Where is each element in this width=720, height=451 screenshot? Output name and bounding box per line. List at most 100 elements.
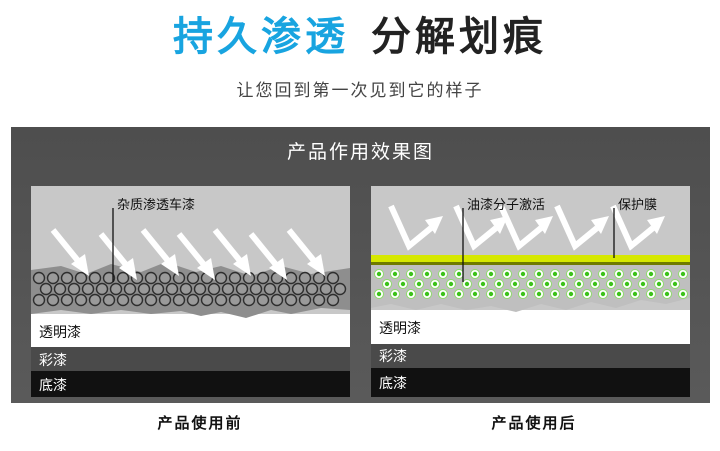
impurity-particle	[312, 271, 326, 285]
down-arrow-head	[307, 254, 325, 276]
after-base-coat	[371, 368, 690, 397]
impurity-particle	[172, 293, 186, 307]
reflect-arrow-path	[610, 204, 655, 251]
activated-molecule	[376, 291, 382, 297]
before-illustration	[31, 186, 350, 397]
reflect-arrow-head	[591, 216, 609, 234]
reflect-arrow	[453, 204, 508, 251]
activated-molecule	[400, 281, 406, 287]
impurity-particle	[102, 271, 116, 285]
before-layer-color: 彩漆	[39, 353, 67, 369]
reflect-arrow-path	[554, 204, 599, 251]
impurity-particle	[144, 271, 158, 285]
activated-molecule	[592, 281, 598, 287]
impurity-particle	[298, 271, 312, 285]
impurity-particle	[228, 271, 242, 285]
impurity-particle	[88, 293, 102, 307]
impurity-particle	[284, 293, 298, 307]
activated-molecule	[544, 281, 550, 287]
down-arrow-head	[233, 254, 251, 276]
after-illustration	[371, 186, 690, 397]
down-arrow	[248, 232, 287, 280]
panel-title: 产品作用效果图	[286, 141, 434, 163]
impurity-particle	[186, 271, 200, 285]
impurity-particle	[74, 271, 88, 285]
activated-molecule	[656, 281, 662, 287]
after-color-coat	[371, 344, 690, 368]
activated-molecule	[488, 291, 494, 297]
activated-molecule	[440, 271, 446, 277]
activated-molecule	[568, 271, 574, 277]
activated-molecule	[648, 271, 654, 277]
activated-molecule	[496, 281, 502, 287]
activated-molecule	[632, 271, 638, 277]
impurity-particle	[109, 282, 123, 296]
activated-molecule	[424, 271, 430, 277]
activated-molecule	[664, 291, 670, 297]
impurity-particle	[270, 293, 284, 307]
after-callout-molecule: 油漆分子激活	[467, 198, 546, 213]
impurity-particle	[326, 293, 340, 307]
impurity-particle	[116, 293, 130, 307]
impurity-particle	[95, 282, 109, 296]
activated-molecule	[536, 271, 542, 277]
impurity-particle	[158, 293, 172, 307]
impurity-particle	[60, 271, 74, 285]
activated-molecule	[520, 291, 526, 297]
impurity-particle	[284, 271, 298, 285]
down-arrow	[176, 232, 215, 280]
activated-molecule	[616, 271, 622, 277]
impurity-particle	[32, 271, 46, 285]
before-callout-label: 杂质渗透车漆	[117, 198, 196, 213]
activated-molecule	[456, 291, 462, 297]
activated-molecule	[472, 291, 478, 297]
down-arrow	[286, 228, 325, 276]
impurity-particle	[249, 282, 263, 296]
impurity-particle	[256, 293, 270, 307]
impurity-particle	[235, 282, 249, 296]
after-reflected-arrows	[388, 204, 665, 251]
activated-molecule	[616, 291, 622, 297]
impurity-particle	[326, 271, 340, 285]
impurity-particle	[319, 282, 333, 296]
activated-molecule	[480, 281, 486, 287]
down-arrow-shaft	[286, 228, 318, 264]
activated-molecule	[680, 291, 686, 297]
after-diagram: 油漆分子激活 保护膜 透明漆 彩漆 底漆	[371, 186, 690, 397]
down-arrow	[98, 232, 137, 280]
activated-molecule	[432, 281, 438, 287]
down-arrow-head	[161, 254, 179, 276]
activated-molecule	[664, 271, 670, 277]
after-clear-coat	[371, 310, 690, 344]
impurity-particle	[263, 282, 277, 296]
down-arrow	[212, 228, 251, 276]
activated-molecule	[672, 281, 678, 287]
reflect-arrow-path	[498, 204, 543, 251]
reflect-arrow-path	[453, 204, 498, 251]
impurity-particle	[291, 282, 305, 296]
impurity-particle	[228, 293, 242, 307]
down-arrow-shaft	[50, 228, 82, 264]
activated-molecule	[584, 291, 590, 297]
activated-molecule	[624, 281, 630, 287]
activated-molecule	[512, 281, 518, 287]
impurity-particle	[46, 271, 60, 285]
impurity-particle	[102, 293, 116, 307]
impurity-particle	[137, 282, 151, 296]
activated-molecule	[552, 271, 558, 277]
activated-molecule	[448, 281, 454, 287]
down-arrow	[50, 228, 89, 276]
reflect-arrow	[388, 204, 443, 251]
impurity-particle	[144, 293, 158, 307]
before-layer-clear: 透明漆	[39, 325, 81, 341]
activated-molecule	[584, 271, 590, 277]
impurity-particle	[67, 282, 81, 296]
after-layer-color: 彩漆	[379, 349, 407, 365]
impurity-particle	[74, 293, 88, 307]
activated-molecule	[392, 271, 398, 277]
headline-dark: 分解划痕	[371, 14, 547, 60]
after-film-edge	[371, 262, 690, 265]
activated-molecule	[504, 271, 510, 277]
before-layer-base: 底漆	[39, 378, 67, 394]
reflect-arrow-path	[388, 204, 433, 251]
